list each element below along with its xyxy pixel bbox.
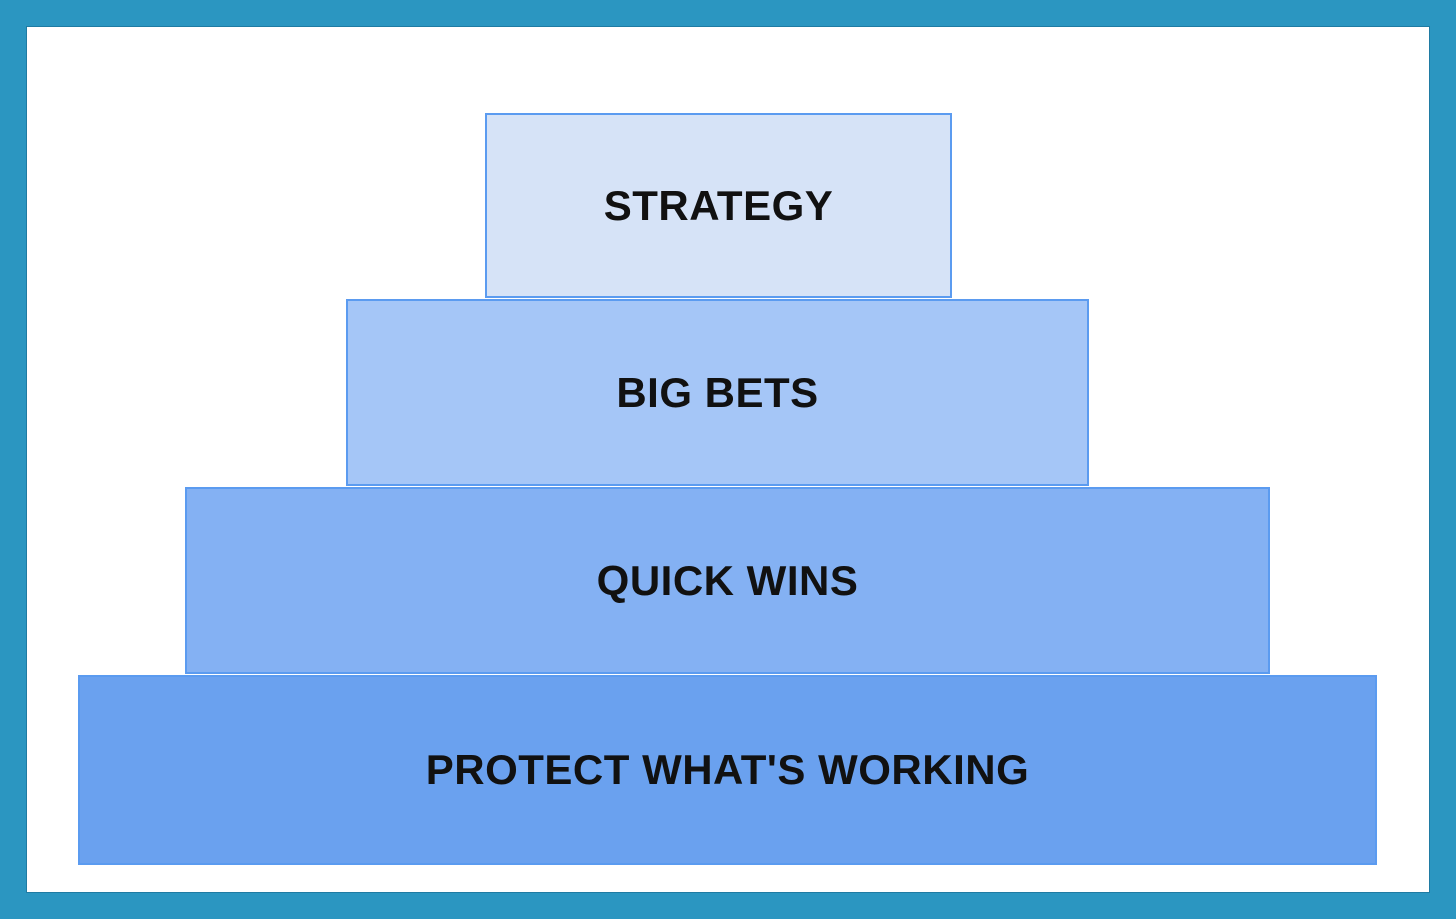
pyramid-tier-big-bets-label: BIG BETS — [616, 368, 819, 416]
pyramid-tier-strategy[interactable]: STRATEGY — [485, 113, 952, 298]
pyramid-tier-protect-whats-working-label: PROTECT WHAT'S WORKING — [425, 746, 1030, 793]
pyramid-tier-quick-wins-label: QUICK WINS — [596, 556, 859, 604]
pyramid-tier-strategy-label: STRATEGY — [603, 181, 834, 229]
pyramid-tier-protect-whats-working[interactable]: PROTECT WHAT'S WORKING — [78, 675, 1377, 865]
diagram-canvas: STRATEGY BIG BETS QUICK WINS PROTECT WHA… — [27, 27, 1429, 892]
pyramid-tier-quick-wins[interactable]: QUICK WINS — [185, 487, 1270, 674]
pyramid-tier-big-bets[interactable]: BIG BETS — [346, 299, 1089, 486]
